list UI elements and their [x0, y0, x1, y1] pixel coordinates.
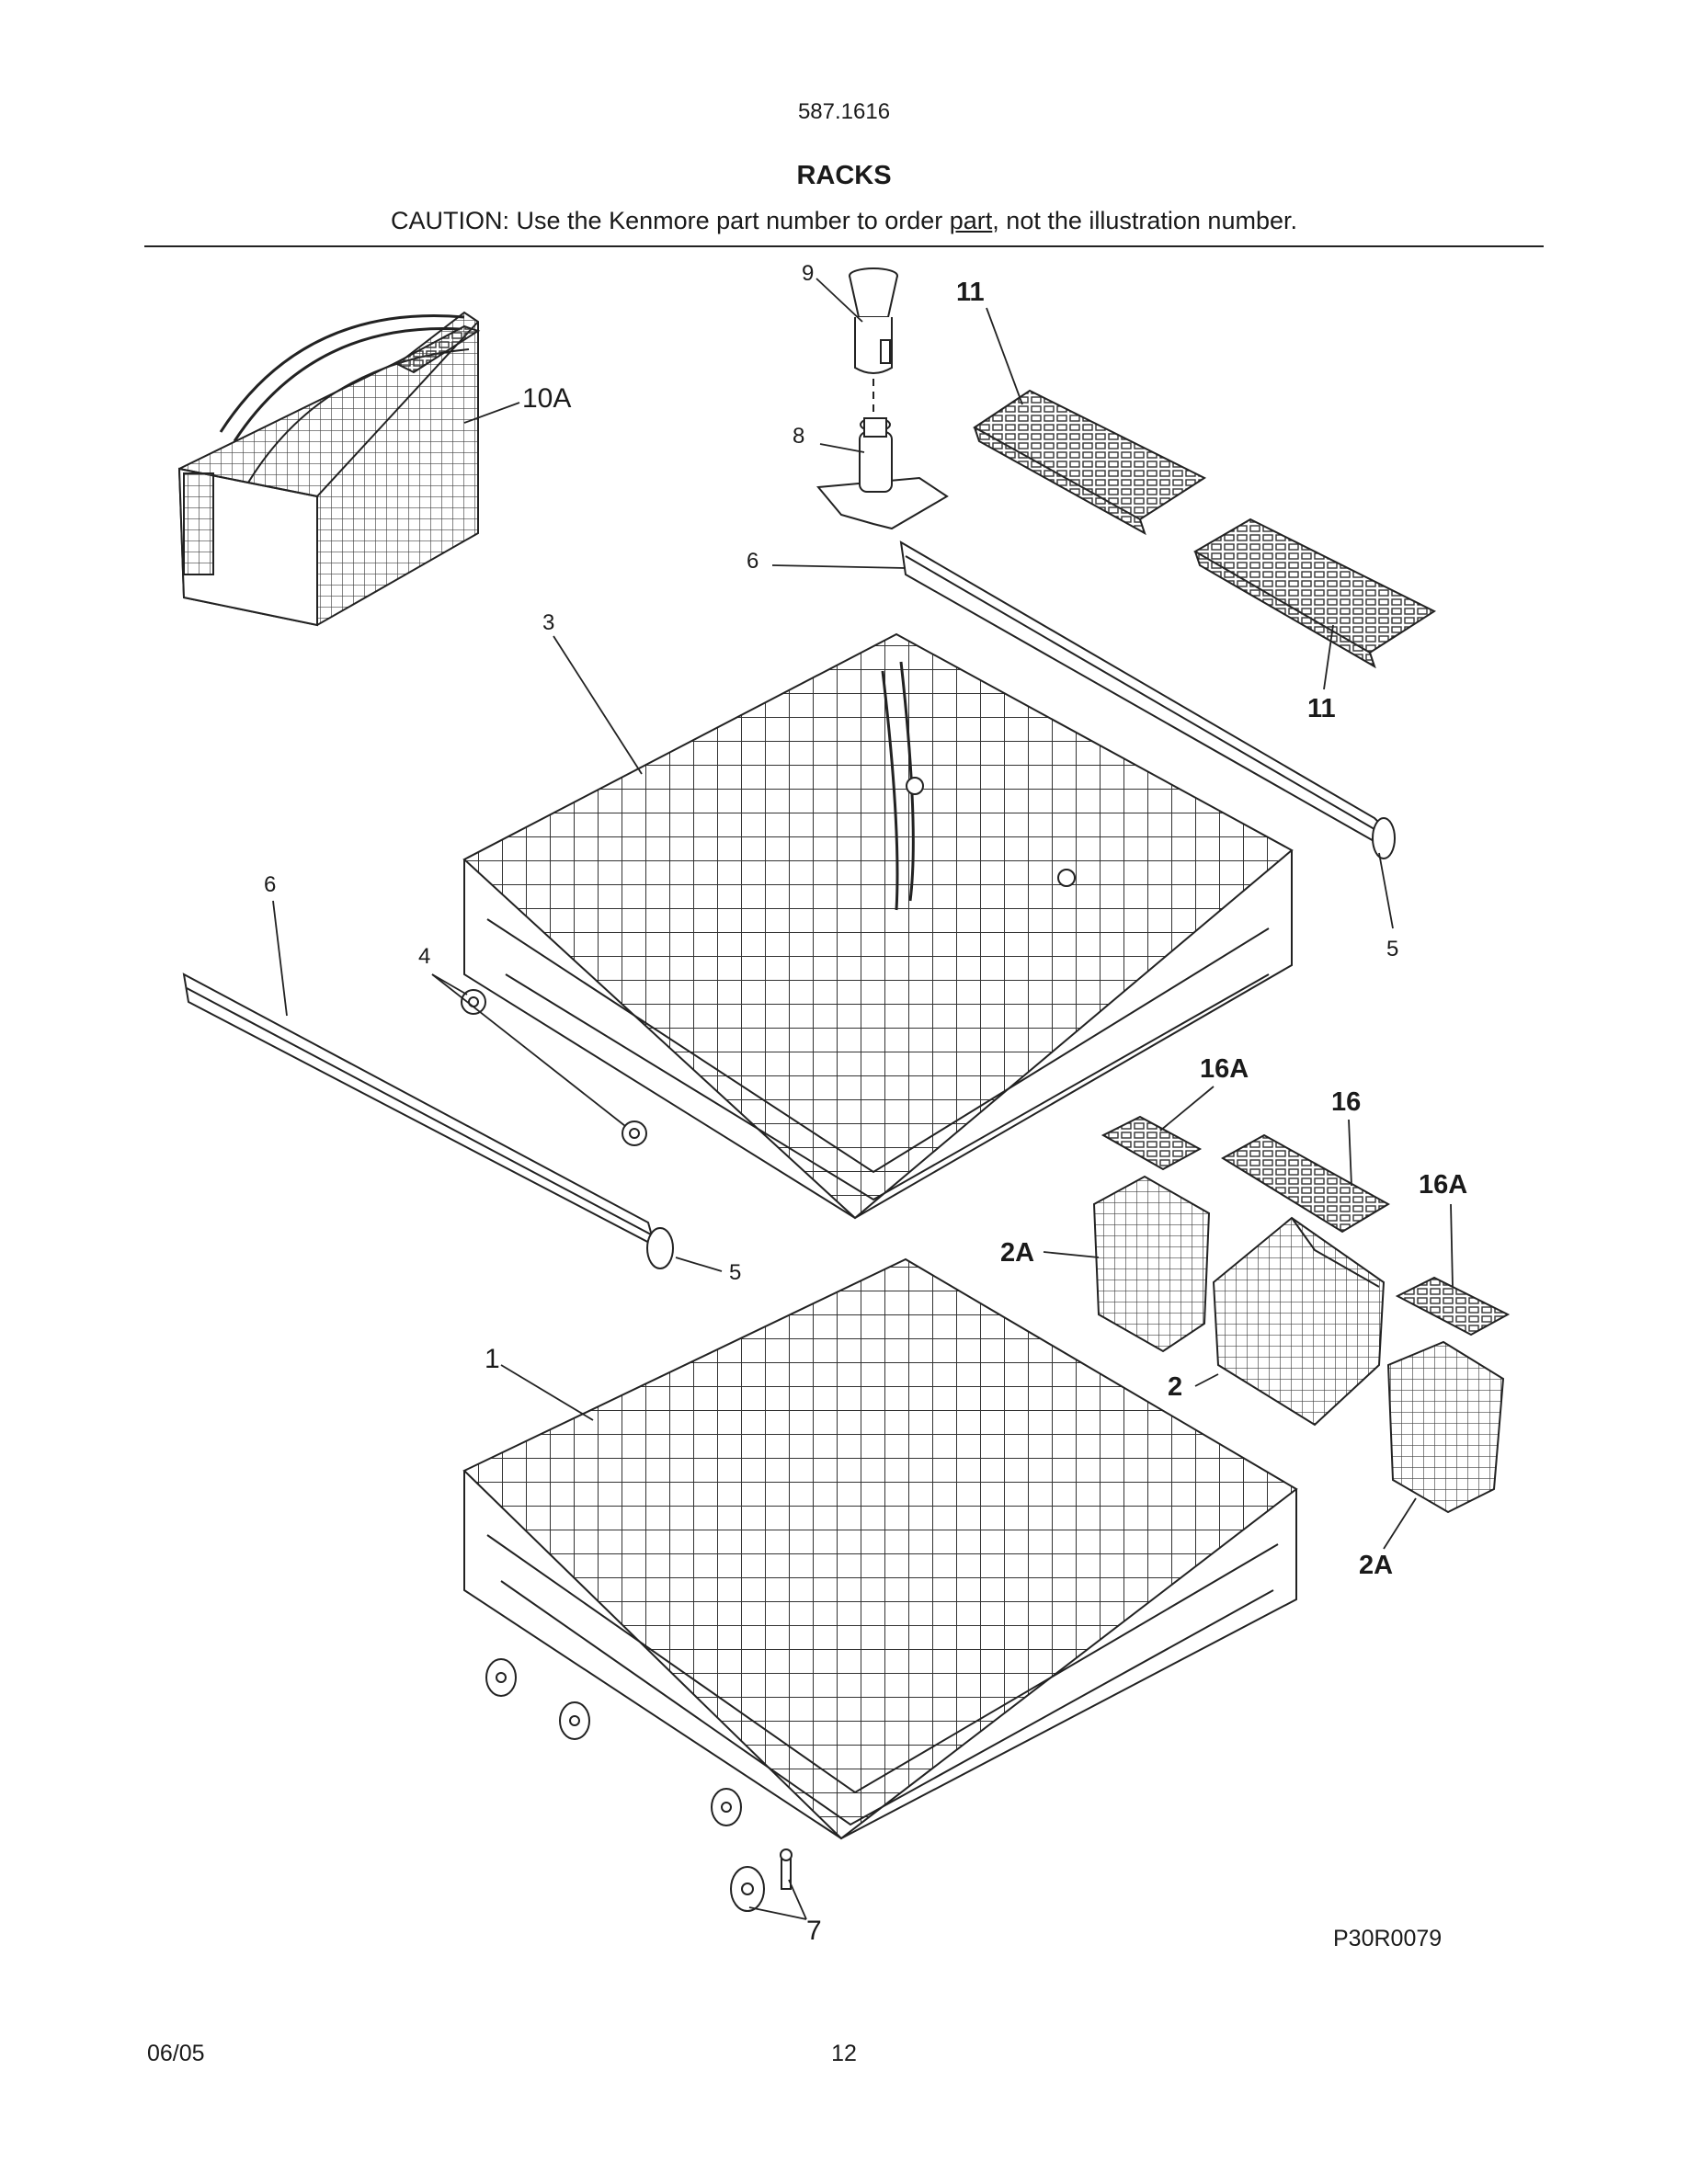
header-rule [144, 245, 1544, 247]
callout-1: 1 [485, 1344, 500, 1374]
spray-arm-mount-8 [816, 417, 949, 530]
callout-9: 9 [802, 261, 814, 286]
caution-note: CAUTION: Use the Kenmore part number to … [0, 207, 1688, 235]
footer-date: 06/05 [147, 2041, 205, 2066]
page-title: RACKS [796, 161, 892, 190]
wheel-assembly-7 [730, 1848, 793, 1912]
silverware-basket-10a [177, 311, 481, 627]
lower-rack-1 [462, 1257, 1298, 1840]
lower-rack-wheels [485, 1658, 742, 1826]
callout-16: 16 [1331, 1087, 1361, 1117]
callout-8: 8 [793, 424, 804, 449]
silverware-basket-2 [1212, 1216, 1386, 1427]
callout-5-left: 5 [729, 1260, 741, 1285]
callout-6-lower: 6 [264, 872, 276, 897]
callout-16a-right: 16A [1419, 1170, 1467, 1200]
model-number: 587.1616 [797, 99, 891, 124]
callout-6-upper: 6 [747, 549, 758, 574]
callout-7: 7 [806, 1916, 822, 1946]
callout-11-bottom: 11 [1307, 694, 1336, 723]
caution-suffix: , not the illustration number. [992, 207, 1297, 234]
cup-shelf-11 [973, 389, 1437, 669]
leader-lines [272, 278, 1454, 1920]
callout-2a-upper: 2A [1000, 1238, 1034, 1268]
silverware-basket-2a-lower [1386, 1340, 1505, 1514]
upper-rack-3 [462, 632, 1294, 1220]
callout-4: 4 [418, 944, 430, 969]
footer-page-number: 12 [831, 2041, 857, 2066]
callout-5-right: 5 [1386, 937, 1398, 961]
basket-cover-16a-left [1101, 1115, 1203, 1171]
basket-cover-16a-right [1395, 1276, 1511, 1337]
callout-11-top: 11 [956, 278, 985, 307]
callout-2a-lower: 2A [1359, 1551, 1393, 1580]
callout-2: 2 [1168, 1372, 1182, 1402]
basket-cover-16 [1221, 1133, 1390, 1234]
rack-rail-6-lower [182, 973, 674, 1269]
callout-3: 3 [542, 610, 554, 635]
caution-underlined: part [949, 207, 993, 234]
callout-10a: 10A [522, 383, 571, 414]
rack-roller-4 [461, 989, 647, 1146]
callout-16a-top: 16A [1200, 1054, 1249, 1084]
diagram-code: P30R0079 [1333, 1926, 1443, 1951]
silverware-basket-2a-upper [1092, 1175, 1211, 1353]
rack-rail-6-upper [899, 540, 1396, 859]
spray-arm-nozzle-9 [849, 267, 898, 432]
caution-prefix: CAUTION: Use the Kenmore part number to … [391, 207, 950, 234]
